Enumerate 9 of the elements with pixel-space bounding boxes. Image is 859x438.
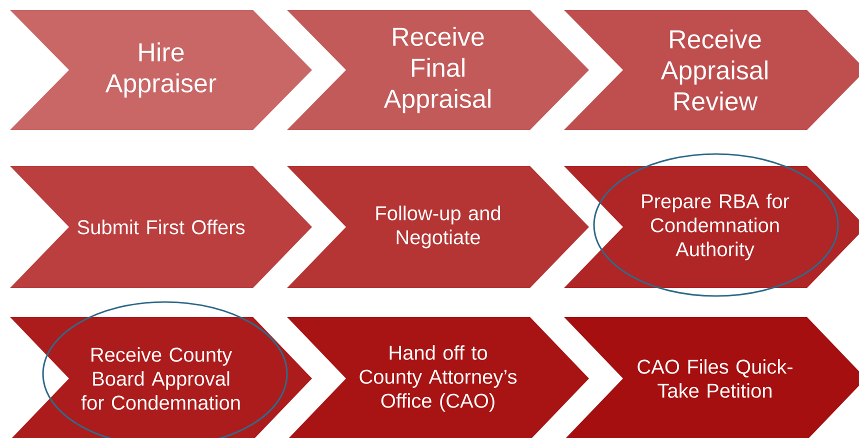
chevron-step: Submit First Offers: [10, 166, 312, 288]
chevron-step: Follow-up and Negotiate: [287, 166, 589, 288]
chevron-step: Hire Appraiser: [10, 10, 312, 130]
chevron-step: CAO Files Quick-Take Petition: [564, 317, 859, 438]
chevron-step: Hand off to County Attorney’s Office (CAO): [287, 317, 589, 438]
chevron-step: Receive County Board Approval for Condemnation: [10, 317, 312, 438]
chevron-step: Prepare RBA for Condemnation Authority: [564, 166, 859, 288]
chevron-step: Receive Final Appraisal: [287, 10, 589, 130]
chevron-step: Receive Appraisal Review: [564, 10, 859, 130]
